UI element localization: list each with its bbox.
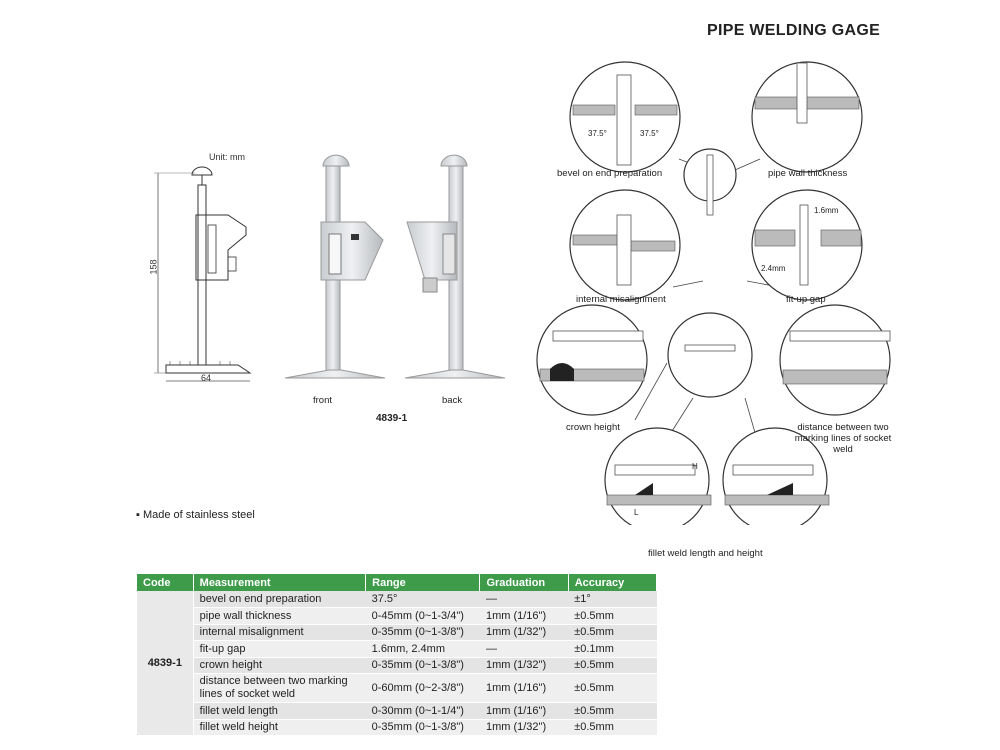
table-row: pipe wall thickness 0-45mm (0~1-3/4") 1m… [137, 607, 657, 625]
distance-circle [779, 304, 891, 416]
label-mark-l: L [634, 508, 639, 517]
graduation-cell: 1mm (1/32") [479, 719, 569, 736]
center-circle-2 [667, 312, 753, 398]
material-note: ▪ Made of stainless steel [136, 509, 255, 521]
measurement-cell: internal misalignment [193, 624, 366, 641]
accuracy-cell: ±0.5mm [568, 607, 657, 625]
front-photo [285, 154, 385, 379]
range-cell: 0-35mm (0~1-3/8") [365, 719, 480, 736]
width-dimension: 64 [201, 373, 212, 383]
label-bevel: bevel on end preparation [557, 168, 663, 179]
back-label: back [442, 395, 463, 406]
range-cell: 1.6mm, 2.4mm [365, 640, 480, 658]
header-range: Range [365, 574, 481, 591]
label-distance: distance between two marking lines of so… [794, 422, 892, 455]
spec-table: Code Measurement Range Graduation Accura… [137, 574, 658, 736]
graduation-cell: 1mm (1/16") [479, 673, 569, 703]
unit-label: Unit: mm [209, 152, 245, 162]
table-row: distance between two marking lines of so… [137, 673, 657, 703]
label-fitup-b: 2.4mm [761, 264, 786, 273]
header-graduation: Graduation [479, 574, 569, 591]
measurement-cell: bevel on end preparation [193, 591, 366, 608]
label-fitup-a: 1.6mm [814, 206, 839, 215]
range-cell: 0-45mm (0~1-3/4") [365, 607, 480, 625]
dimension-drawing [154, 166, 252, 382]
range-cell: 0-35mm (0~1-3/8") [365, 624, 480, 641]
height-dimension: 158 [148, 259, 159, 275]
table-row: fillet weld length 0-30mm (0~1-1/4") 1mm… [137, 702, 657, 720]
measurement-cell: distance between two marking lines of so… [193, 673, 366, 703]
table-row: fillet weld height 0-35mm (0~1-3/8") 1mm… [137, 719, 657, 736]
back-photo [405, 154, 505, 379]
fillet-circle-a [604, 427, 710, 525]
graduation-cell: — [479, 640, 569, 658]
measurement-cell: fit-up gap [193, 640, 366, 658]
table-header-row: Code Measurement Range Graduation Accura… [137, 574, 658, 591]
header-measurement: Measurement [193, 574, 367, 591]
label-fillet: fillet weld length and height [648, 548, 763, 559]
measurement-cell: pipe wall thickness [193, 607, 366, 625]
accuracy-cell: ±0.1mm [568, 640, 657, 658]
accuracy-cell: ±0.5mm [568, 719, 657, 736]
accuracy-cell: ±0.5mm [568, 657, 657, 674]
material-note-text: Made of stainless steel [142, 509, 255, 521]
range-cell: 0-60mm (0~2-3/8") [365, 673, 480, 703]
graduation-cell: — [479, 591, 569, 608]
graduation-cell: 1mm (1/16") [479, 607, 569, 625]
graduation-cell: 1mm (1/16") [479, 702, 569, 720]
usage-diagram [536, 61, 891, 525]
bullet-icon: ▪ [136, 509, 143, 521]
header-accuracy: Accuracy [568, 574, 658, 591]
accuracy-cell: ±0.5mm [568, 702, 657, 720]
code-cell: 4839-1 [137, 591, 194, 736]
table-row: internal misalignment 0-35mm (0~1-3/8") … [137, 624, 657, 641]
measurement-cell: crown height [193, 657, 366, 674]
crown-circle [536, 304, 648, 416]
label-fitup: fit-up gap [786, 294, 826, 305]
label-bevel-angle-left: 37.5° [588, 129, 607, 138]
table-row: 4839-1 bevel on end preparation 37.5° — … [137, 591, 657, 736]
range-cell: 37.5° [365, 591, 480, 608]
label-misalign: internal misalignment [576, 294, 666, 305]
measurement-cell: fillet weld length [193, 702, 366, 720]
label-crown: crown height [566, 422, 620, 433]
front-label: front [313, 395, 333, 406]
range-cell: 0-35mm (0~1-3/8") [365, 657, 480, 674]
header-code: Code [137, 574, 194, 591]
table-row: fit-up gap 1.6mm, 2.4mm — ±0.1mm [137, 640, 657, 658]
range-cell: 0-30mm (0~1-1/4") [365, 702, 480, 720]
label-wall: pipe wall thickness [768, 168, 848, 179]
graduation-cell: 1mm (1/32") [479, 624, 569, 641]
model-code: 4839-1 [376, 413, 408, 424]
measurement-cell: fillet weld height [193, 719, 366, 736]
table-row: crown height 0-35mm (0~1-3/8") 1mm (1/32… [137, 657, 657, 674]
graduation-cell: 1mm (1/32") [479, 657, 569, 674]
label-mark-h: H [692, 462, 698, 471]
accuracy-cell: ±0.5mm [568, 624, 657, 641]
page-title: PIPE WELDING GAGE [707, 22, 881, 39]
accuracy-cell: ±0.5mm [568, 673, 657, 703]
accuracy-cell: ±1° [568, 591, 657, 608]
label-bevel-angle-right: 37.5° [640, 129, 659, 138]
